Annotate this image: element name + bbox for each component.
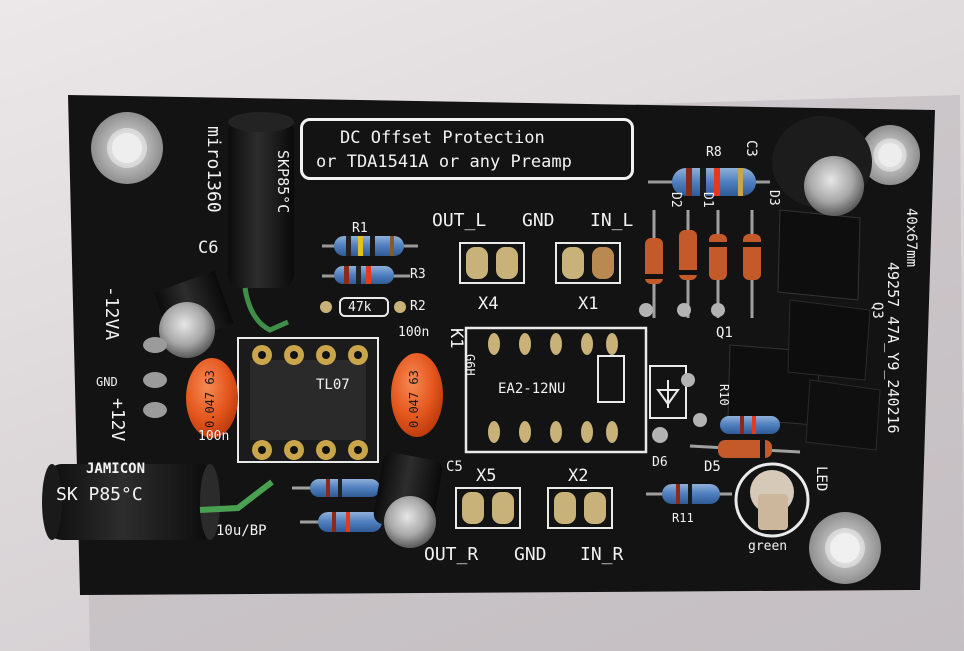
label-x5: X5 [476, 466, 497, 486]
ic-label: TL07 [316, 377, 350, 393]
mounting-hole [91, 112, 163, 184]
electrolytic-capacitor-top [228, 112, 294, 288]
ref-c5: C5 [446, 459, 463, 475]
resistor-r3 [322, 266, 410, 284]
ref-q3: Q3 [869, 302, 885, 319]
ref-d1: D1 [700, 192, 715, 208]
ref-led: LED [813, 466, 829, 492]
dimensions-label: 40x67mm [903, 208, 919, 268]
ref-k1: K1 [446, 328, 466, 349]
label-neg-12va: -12VA [101, 286, 122, 341]
ref-r8: R8 [706, 145, 722, 160]
electrolytic-capacitor-right [373, 452, 443, 548]
film-capacitor [186, 358, 238, 438]
label-out-r: OUT_R [424, 544, 479, 565]
title-line-2: or TDA1541A or any Preamp [316, 152, 572, 172]
connector-x2 [547, 487, 613, 529]
value-100n-a: 100n [398, 325, 430, 340]
electrolytic-capacitor-c3 [772, 116, 872, 216]
title-line-1: DC Offset Protection [340, 128, 545, 148]
transistor-q3 [777, 209, 861, 301]
led-color: green [748, 539, 788, 554]
cap-brand-bottom: JAMICON [86, 461, 146, 477]
cap-marking-top: SKP85°C [274, 150, 292, 214]
resistor-r11 [646, 484, 732, 504]
film-cap-marking-a: 0.047 63 [203, 370, 217, 428]
relay-part: EA2-12NU [498, 381, 566, 397]
film-capacitor [391, 353, 443, 437]
label-x1: X1 [578, 294, 599, 314]
ref-c3: C3 [743, 140, 759, 157]
ref-r1: R1 [352, 221, 368, 236]
label-out-l: OUT_L [432, 210, 487, 231]
author-label: miro1360 [203, 126, 224, 213]
label-in-r: IN_R [580, 544, 624, 565]
label-x2: X2 [568, 466, 589, 486]
cap-rating-bottom: SK P85°C [56, 484, 143, 505]
resistor-r1 [322, 236, 418, 256]
film-cap-marking-b: 0.047 63 [407, 370, 421, 428]
label-pos-12v: +12V [107, 398, 128, 442]
board-id-label: 49257 47A_Y9_240216 [884, 262, 902, 434]
resistor-r10 [720, 416, 780, 434]
resistor-r2 [320, 297, 406, 317]
value-100n-b: 100n [198, 429, 230, 444]
ref-d6: D6 [652, 455, 668, 470]
value-r2: 47k [348, 300, 372, 315]
connector-x4 [459, 242, 525, 284]
ref-r2: R2 [410, 299, 426, 314]
ref-r11: R11 [672, 511, 694, 525]
ref-d2: D2 [668, 192, 683, 208]
ref-d3: D3 [766, 190, 781, 206]
connector-x1 [555, 242, 621, 284]
resistor-r8 [648, 168, 770, 196]
label-gnd-top: GND [522, 210, 555, 231]
mounting-hole [809, 512, 881, 584]
led-green [750, 470, 794, 530]
ref-q1: Q1 [716, 325, 733, 341]
ref-r10: R10 [717, 384, 731, 406]
ref-d5: D5 [704, 459, 721, 475]
mounting-hole [860, 125, 920, 185]
label-in-l: IN_L [590, 210, 634, 231]
ref-r3: R3 [410, 267, 426, 282]
electrolytic-capacitor-bottom-left [42, 464, 220, 540]
ref-c6: C6 [198, 238, 219, 258]
label-x4: X4 [478, 294, 499, 314]
value-10u: 10u/BP [216, 523, 267, 539]
connector-x5 [455, 487, 521, 529]
ref-g6h: G6H [463, 354, 477, 376]
electrolytic-capacitor-c6 [154, 270, 234, 358]
label-gnd-bottom: GND [514, 544, 547, 565]
diode-d5 [689, 440, 801, 458]
title-frame [300, 118, 634, 180]
label-power-gnd: GND [96, 375, 118, 389]
ic-socket [237, 337, 379, 463]
